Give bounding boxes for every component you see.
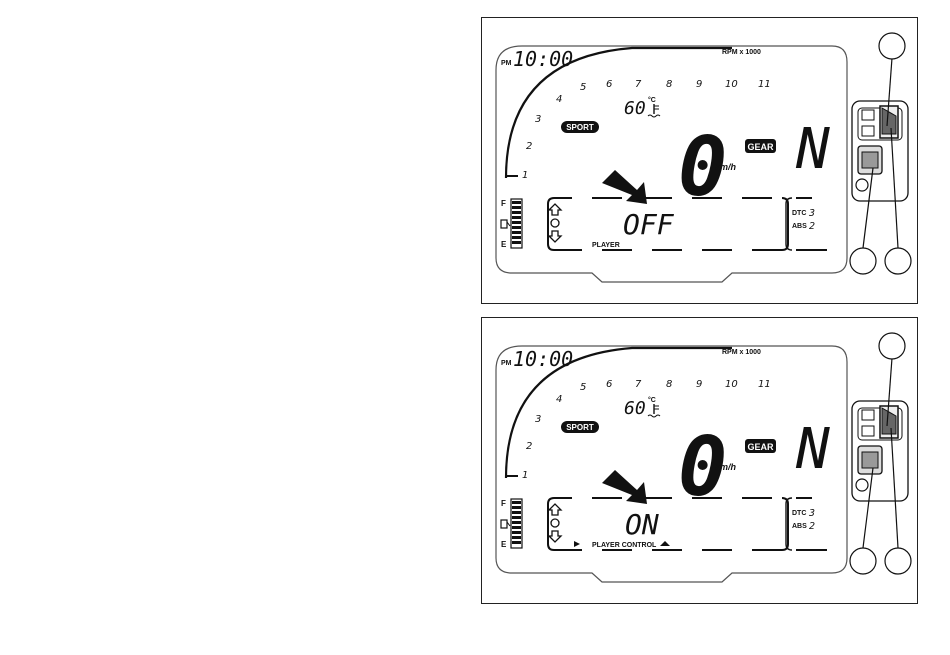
rpm-tick: 7 xyxy=(635,79,642,90)
bottom-label: PLAYER xyxy=(592,242,620,249)
fuel-pump-icon xyxy=(501,220,510,228)
mode-badge-label: SPORT xyxy=(566,123,594,132)
gear-badge-label: GEAR xyxy=(747,442,774,452)
gear-value: N xyxy=(795,117,830,182)
abs-value: 2 xyxy=(809,221,815,232)
speed-unit: km/h xyxy=(715,462,737,472)
rpm-tick: 8 xyxy=(666,79,672,90)
rpm-tick: 6 xyxy=(606,79,612,90)
up-arrow-icon xyxy=(549,504,561,515)
rpm-tick: 4 xyxy=(556,94,562,105)
rpm-tick: 2 xyxy=(526,141,532,152)
rpm-tick: 11 xyxy=(758,79,771,90)
dashboard-panel-off: PM 10:00 RPM x 1000 1 2 3 4 5 6 7 8 9 10… xyxy=(481,17,918,304)
gear-value: N xyxy=(795,417,830,482)
coolant-icon xyxy=(648,104,660,117)
rpm-tick: 10 xyxy=(725,79,738,90)
handlebar-switch xyxy=(852,401,908,501)
rpm-tick: 5 xyxy=(580,382,586,393)
rpm-tick: 6 xyxy=(606,379,612,390)
fuel-pump-icon xyxy=(501,520,510,528)
clock-display: 10:00 xyxy=(513,47,573,71)
rpm-tick: 3 xyxy=(535,114,541,125)
fuel-empty-label: E xyxy=(501,540,507,549)
up-arrow-icon xyxy=(549,204,561,215)
clock-prefix: PM xyxy=(501,60,512,67)
fuel-empty-label: E xyxy=(501,240,507,249)
mode-badge-label: SPORT xyxy=(566,423,594,432)
rpm-tick: 9 xyxy=(696,79,702,90)
display-text: OFF xyxy=(623,208,675,241)
rpm-tick: 4 xyxy=(556,394,562,405)
speed-unit: km/h xyxy=(715,162,737,172)
rpm-label: RPM x 1000 xyxy=(722,349,761,356)
abs-label: ABS xyxy=(792,523,807,530)
dashboard-diagram: PM 10:00 RPM x 1000 1 2 3 4 5 6 7 8 9 10… xyxy=(482,18,919,305)
fuel-gauge-bars xyxy=(511,499,522,548)
up-triangle-icon xyxy=(660,541,670,546)
down-arrow-icon xyxy=(549,531,561,542)
dtc-label: DTC xyxy=(792,510,806,517)
rpm-tick: 9 xyxy=(696,379,702,390)
dtc-value: 3 xyxy=(808,208,815,219)
display-text: ON xyxy=(625,508,659,541)
dashboard-panel-on: PM 10:00 RPM x 1000 1 2 3 4 5 6 7 8 9 10… xyxy=(481,317,918,604)
rpm-tick: 10 xyxy=(725,379,738,390)
down-arrow-icon xyxy=(549,231,561,242)
bottom-label: PLAYER CONTROL xyxy=(592,542,657,549)
clock-display: 10:00 xyxy=(513,347,573,371)
clock-prefix: PM xyxy=(501,360,512,367)
rpm-tick: 2 xyxy=(526,441,532,452)
dtc-value: 3 xyxy=(808,508,815,519)
rpm-tick: 8 xyxy=(666,379,672,390)
temperature-value: 60 xyxy=(624,398,646,419)
rpm-tick: 11 xyxy=(758,379,771,390)
rpm-tick: 5 xyxy=(580,82,586,93)
handlebar-switch xyxy=(852,101,908,201)
coolant-icon xyxy=(648,404,660,417)
rpm-tick: 7 xyxy=(635,379,642,390)
fuel-gauge-bars xyxy=(511,199,522,248)
gear-badge-label: GEAR xyxy=(747,142,774,152)
abs-label: ABS xyxy=(792,223,807,230)
select-circle-icon xyxy=(551,519,559,527)
play-icon xyxy=(574,541,580,547)
fuel-full-label: F xyxy=(501,499,506,508)
fuel-full-label: F xyxy=(501,199,506,208)
dtc-label: DTC xyxy=(792,210,806,217)
temperature-unit: °C xyxy=(648,396,656,404)
rpm-label: RPM x 1000 xyxy=(722,49,761,56)
abs-value: 2 xyxy=(809,521,815,532)
rpm-tick: 3 xyxy=(535,414,541,425)
select-circle-icon xyxy=(551,219,559,227)
temperature-value: 60 xyxy=(624,98,646,119)
dashboard-diagram: PM 10:00 RPM x 1000 1 2 3 4 5 6 7 8 9 10… xyxy=(482,318,919,605)
rpm-tick: 1 xyxy=(522,170,528,181)
rpm-tick: 1 xyxy=(522,470,528,481)
temperature-unit: °C xyxy=(648,96,656,104)
